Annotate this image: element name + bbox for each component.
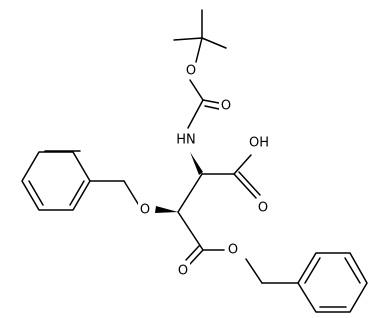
atom-o-acid-carbonyl: O	[258, 201, 268, 216]
phenyl-ring-right	[297, 252, 368, 313]
carboxylic-acid	[201, 154, 261, 199]
tert-butyl-group	[173, 9, 227, 63]
bond-carbonylC-o-double-1	[202, 99, 220, 104]
phenyl-right-hexagon	[297, 252, 368, 313]
phenyl-right-double-2	[344, 257, 361, 284]
atom-o-boc-ester: O	[186, 64, 196, 79]
wedge-bond-n-calpha	[190, 152, 203, 175]
bond-tbu-me-left	[173, 37, 203, 41]
phenyl-ring-left	[21, 150, 91, 211]
wedge-bond-cbeta-o	[155, 206, 178, 213]
bond-cbeta-esterC	[177, 211, 204, 251]
atom-o-ester-carbonyl: O	[178, 264, 188, 279]
benzyl-ester	[177, 211, 299, 284]
bond-o-ch2	[123, 180, 141, 208]
boc-carbamate	[187, 79, 220, 129]
atom-labels: O O HN OH O O O O	[138, 63, 272, 279]
bond-o-carbonylC	[189, 79, 204, 101]
bond-o-ch2	[245, 258, 263, 284]
phenyl-left-double-2	[28, 180, 44, 206]
bond-acidC-o-double-2	[238, 171, 261, 196]
atom-o-boc-carbonyl: O	[221, 99, 231, 114]
bond-tbu-o	[195, 37, 203, 63]
bond-carbonylC-o-double-2	[204, 105, 220, 110]
bond-acidC-oh	[233, 154, 252, 175]
atom-nh: HN	[176, 133, 196, 148]
atom-oh: OH	[249, 136, 269, 151]
phenyl-left-hexagon	[21, 151, 91, 211]
phenyl-right-double-1	[304, 257, 321, 284]
bond-esterC-o-double-2	[185, 245, 200, 261]
bond-carbonylC-n	[187, 99, 204, 129]
benzyl-ether	[89, 180, 141, 208]
atom-o-benzyl-ether: O	[140, 203, 150, 218]
bond-calpha-cbeta	[177, 173, 203, 213]
bond-tbu-me-right	[201, 37, 227, 49]
atom-o-ester: O	[228, 243, 238, 258]
bond-acidC-o-double-1	[233, 173, 257, 199]
bond-esterC-o-double-1	[189, 249, 204, 265]
phenyl-left-double-3	[69, 180, 85, 206]
